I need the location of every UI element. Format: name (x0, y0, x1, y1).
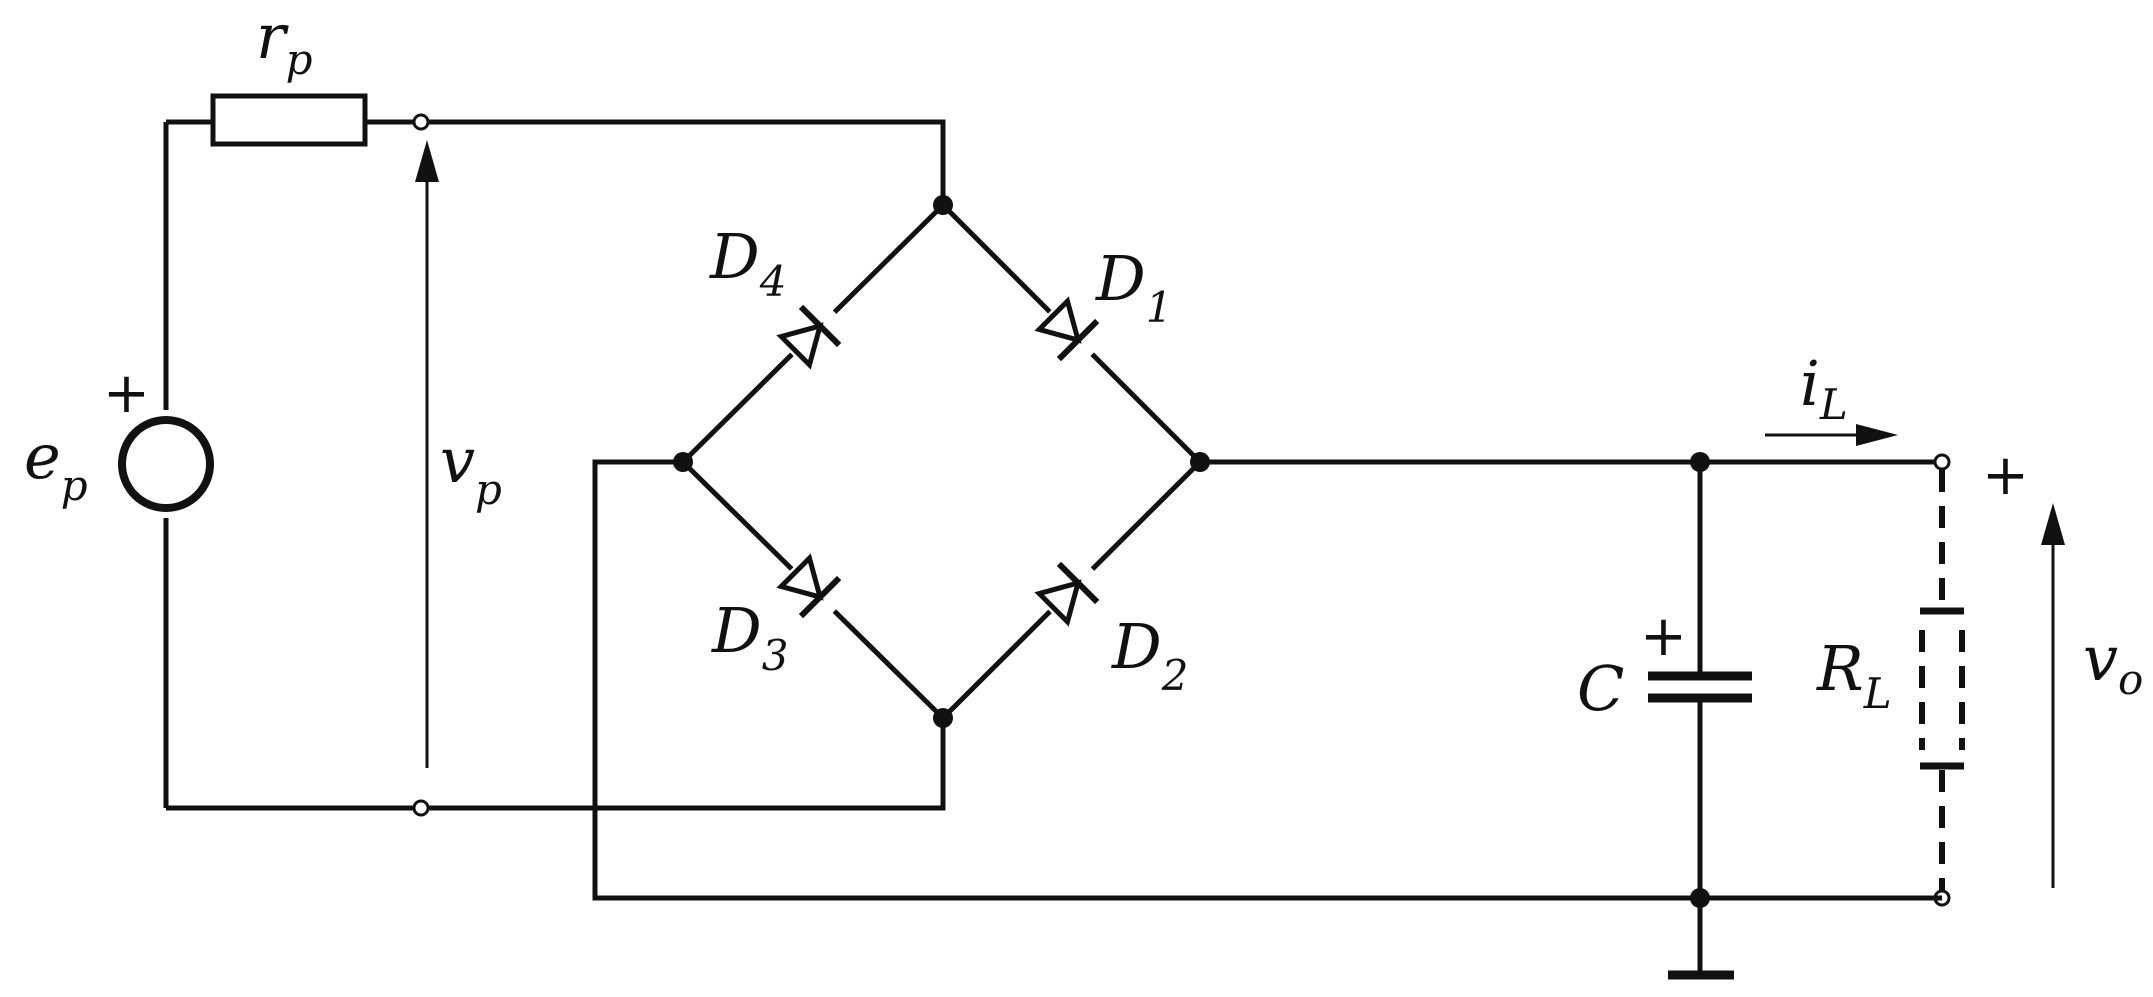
source-plus-sign: + (103, 361, 150, 426)
label-ep: ep (24, 420, 88, 510)
node-top (933, 195, 953, 215)
label-vo: vo (2083, 622, 2143, 704)
label-d3: D3 (711, 594, 788, 680)
vp-arrow (415, 140, 439, 768)
node-bottom (933, 708, 953, 728)
wire-top-to-bridge (428, 119, 946, 205)
output-plus-sign: + (1982, 443, 2029, 508)
diode-d3 (774, 551, 852, 629)
label-il: iL (1800, 347, 1848, 429)
wire-left-node-return (592, 459, 1942, 901)
diode-d2 (1032, 551, 1110, 629)
wire-bottom-to-bridge (428, 718, 946, 811)
output-branch (592, 424, 2065, 980)
terminal-vp-top (412, 113, 430, 131)
label-c: C (1577, 652, 1624, 725)
capacitor-plus-sign: + (1640, 604, 1687, 669)
source-branch (118, 93, 946, 817)
vo-arrow (2041, 503, 2065, 888)
terminal-vp-bottom (412, 799, 430, 817)
label-vp: vp (440, 424, 502, 514)
label-rp: rp (256, 0, 313, 84)
load-resistor-rl (1919, 470, 1965, 890)
resistor-rp (210, 93, 368, 147)
label-d2: D2 (1111, 610, 1188, 700)
label-d1: D1 (1095, 242, 1172, 332)
label-rl: RL (1816, 632, 1892, 718)
diode-d1 (1032, 294, 1110, 372)
terminal-output-bottom (1933, 889, 1951, 907)
label-d4: D4 (709, 220, 786, 306)
diode-bridge (673, 195, 1210, 728)
terminal-output-top (1933, 453, 1951, 471)
diode-d4 (774, 294, 852, 372)
voltage-source-ep (118, 416, 214, 512)
il-arrow (1765, 424, 1898, 446)
